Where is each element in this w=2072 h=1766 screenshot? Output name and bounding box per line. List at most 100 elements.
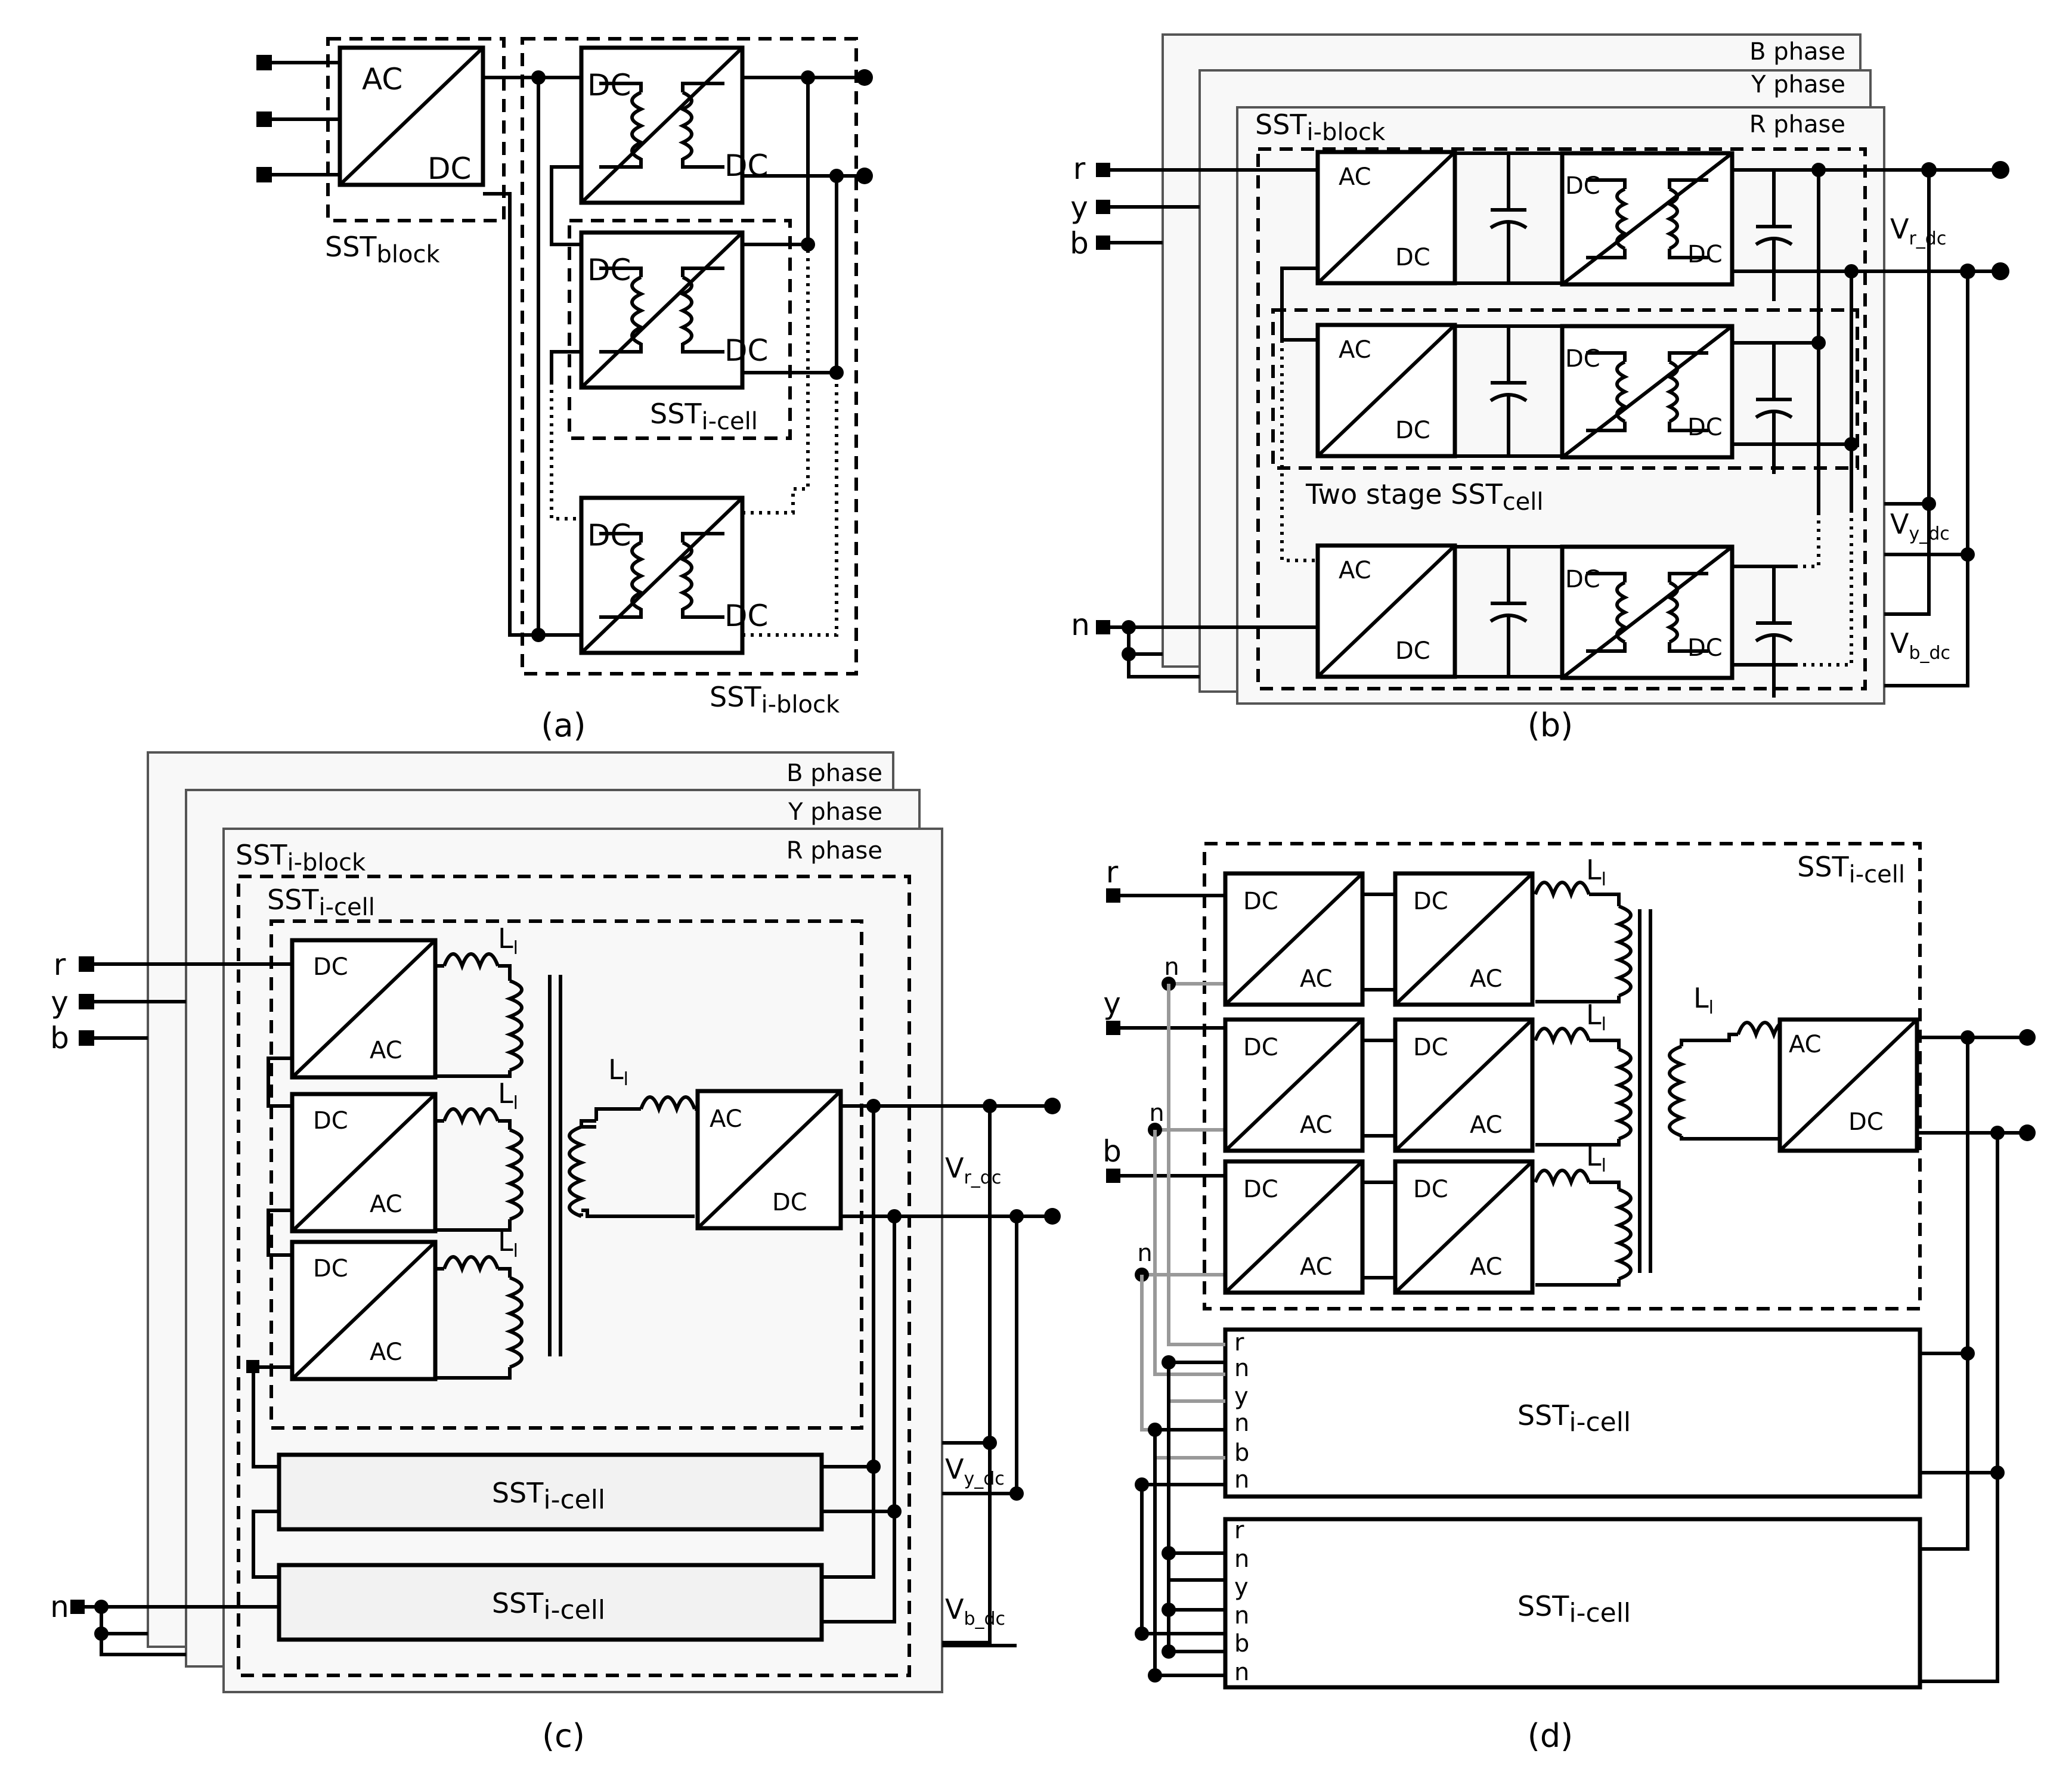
d-inductor-3 bbox=[1535, 1170, 1631, 1287]
dab3-dc-in: DC bbox=[587, 518, 631, 553]
dc-label: DC bbox=[428, 151, 471, 186]
d-box2-n3: n bbox=[1234, 1659, 1249, 1686]
b-row3-ac: AC bbox=[1339, 557, 1371, 584]
c-r-phase-label: R phase bbox=[786, 837, 882, 865]
d-sst-i-cell-box-2 bbox=[1223, 1517, 1922, 1690]
b-row1-ac: AC bbox=[1339, 163, 1371, 191]
input-n-b: n bbox=[1071, 608, 1090, 642]
d-n-label-2: n bbox=[1149, 1099, 1164, 1127]
caption-b: (b) bbox=[1528, 707, 1573, 744]
d-box2-n2: n bbox=[1234, 1602, 1249, 1629]
c-sst-i-cell-label: SSTi-cell bbox=[267, 884, 375, 921]
c-sst-i-cell-box-2 bbox=[277, 1563, 824, 1642]
c-sst-i-block-boundary bbox=[237, 875, 911, 1677]
sst-block-boundary bbox=[326, 37, 506, 222]
c-sst-i-cell-boundary bbox=[270, 919, 863, 1430]
caption-d: (d) bbox=[1528, 1717, 1573, 1755]
c-v-y-dc-label: Vy_dc bbox=[945, 1453, 1005, 1489]
d-box1-y: y bbox=[1234, 1383, 1249, 1410]
c-v-b-dc-label: Vb_dc bbox=[945, 1593, 1005, 1629]
c-l3-label: Ll bbox=[498, 1225, 518, 1262]
c-input-b: b bbox=[50, 1021, 69, 1055]
v-b-dc-label-b: Vb_dc bbox=[1890, 627, 1950, 664]
c-row3-dc: DC bbox=[313, 1255, 348, 1282]
b-row2-dc: DC bbox=[1395, 417, 1430, 444]
sst-i-block-label-b: SSTi-block bbox=[1255, 109, 1386, 146]
d-box1-b: b bbox=[1234, 1439, 1249, 1467]
b-dab3-dc-out: DC bbox=[1687, 634, 1723, 662]
d-n-label-1: n bbox=[1164, 953, 1179, 981]
d-sst-i-cell-boundary bbox=[1203, 842, 1922, 1310]
b-dab2-dc-out: DC bbox=[1687, 414, 1723, 441]
b-dab1-dc-in: DC bbox=[1565, 172, 1600, 200]
c-out-ac: AC bbox=[710, 1105, 742, 1133]
dab3-dc-out: DC bbox=[724, 599, 768, 633]
two-stage-cell-label: Two stage SSTcell bbox=[1305, 478, 1544, 516]
sst-i-cell-label-a: SSTi-cell bbox=[650, 398, 758, 435]
panel-b: B phase Y phase R phase SSTi-block r y b… bbox=[1070, 33, 2009, 744]
sst-block-label: SSTblock bbox=[325, 231, 440, 268]
b-row2-ac: AC bbox=[1339, 336, 1371, 364]
d-n-label-3: n bbox=[1137, 1240, 1152, 1267]
d-box2-n1: n bbox=[1234, 1545, 1249, 1573]
c-v-r-dc-label: Vr_dc bbox=[945, 1152, 1001, 1188]
sst-i-block-label-a: SSTi-block bbox=[710, 681, 840, 718]
d-input-r: r bbox=[1106, 855, 1119, 890]
panel-a: AC DC DC DC DC DC DC DC SSTblock SSTi-ce… bbox=[256, 37, 873, 744]
d-sst-i-cell-label: SSTi-cell bbox=[1797, 851, 1905, 888]
d-inductor-2 bbox=[1535, 1028, 1631, 1147]
c-l4-label: Ll bbox=[608, 1054, 628, 1090]
panel-c: B phase Y phase R phase SSTi-block SSTi-… bbox=[50, 751, 1061, 1755]
d-r3c2-ac: AC bbox=[1470, 1253, 1503, 1281]
d-r3c1-dc: DC bbox=[1243, 1176, 1278, 1203]
v-r-dc-label-b: Vr_dc bbox=[1890, 213, 1946, 249]
c-row3-ac: AC bbox=[370, 1339, 402, 1366]
d-sst-i-cell-box-2-label: SSTi-cell bbox=[1517, 1590, 1631, 1628]
d-out-dc: DC bbox=[1848, 1108, 1884, 1136]
c-l1-label: Ll bbox=[498, 922, 518, 959]
c-sst-i-cell-box-1-label: SSTi-cell bbox=[492, 1477, 605, 1515]
b-row3-dc: DC bbox=[1395, 637, 1430, 665]
d-box1-r: r bbox=[1234, 1329, 1244, 1356]
y-phase-label: Y phase bbox=[1751, 71, 1845, 98]
d-box2-b: b bbox=[1234, 1630, 1249, 1657]
v-y-dc-label-b: Vy_dc bbox=[1890, 508, 1950, 544]
c-input-y: y bbox=[51, 985, 69, 1020]
c-b-phase-label: B phase bbox=[786, 760, 882, 787]
input-b-b: b bbox=[1070, 226, 1089, 261]
d-r1c1-dc: DC bbox=[1243, 888, 1278, 915]
c-row2-ac: AC bbox=[370, 1191, 402, 1218]
d-inductor-1 bbox=[1535, 882, 1631, 1003]
c-sst-i-cell-box-1 bbox=[277, 1452, 824, 1532]
d-transformer-core bbox=[1638, 909, 1652, 1273]
c-transformer-core bbox=[548, 975, 562, 1356]
sst-i-cell-boundary bbox=[568, 219, 792, 440]
dab2-dc-in: DC bbox=[587, 253, 631, 287]
b-phase-label: B phase bbox=[1749, 38, 1845, 66]
input-y-b: y bbox=[1070, 190, 1088, 225]
c-inductor-3 bbox=[435, 1257, 522, 1380]
b-dab2-dc-in: DC bbox=[1565, 345, 1600, 373]
sst-i-block-boundary bbox=[521, 37, 858, 676]
d-l2-label: Ll bbox=[1586, 999, 1606, 1035]
d-box1-n3: n bbox=[1234, 1466, 1249, 1494]
d-l1-label: Ll bbox=[1586, 854, 1606, 890]
d-input-b: b bbox=[1102, 1134, 1122, 1169]
b-dab1-dc-out: DC bbox=[1687, 241, 1723, 268]
sst-i-block-boundary-b bbox=[1256, 147, 1867, 690]
d-box1-n2: n bbox=[1234, 1409, 1249, 1437]
d-l3-label: Ll bbox=[1586, 1140, 1606, 1176]
c-input-r: r bbox=[54, 947, 66, 982]
r-phase-label: R phase bbox=[1749, 111, 1845, 138]
d-box2-r: r bbox=[1234, 1517, 1244, 1544]
b-row1-dc: DC bbox=[1395, 244, 1430, 271]
d-r2c1-dc: DC bbox=[1243, 1034, 1278, 1061]
d-l4-label: Ll bbox=[1693, 982, 1714, 1018]
d-r3c2-dc: DC bbox=[1413, 1176, 1448, 1203]
input-r-b: r bbox=[1073, 151, 1086, 186]
d-r1c1-ac: AC bbox=[1300, 965, 1333, 993]
d-sst-i-cell-box-1 bbox=[1223, 1327, 1922, 1499]
c-sst-i-block-label: SSTi-block bbox=[236, 839, 366, 876]
c-out-dc: DC bbox=[772, 1189, 807, 1216]
